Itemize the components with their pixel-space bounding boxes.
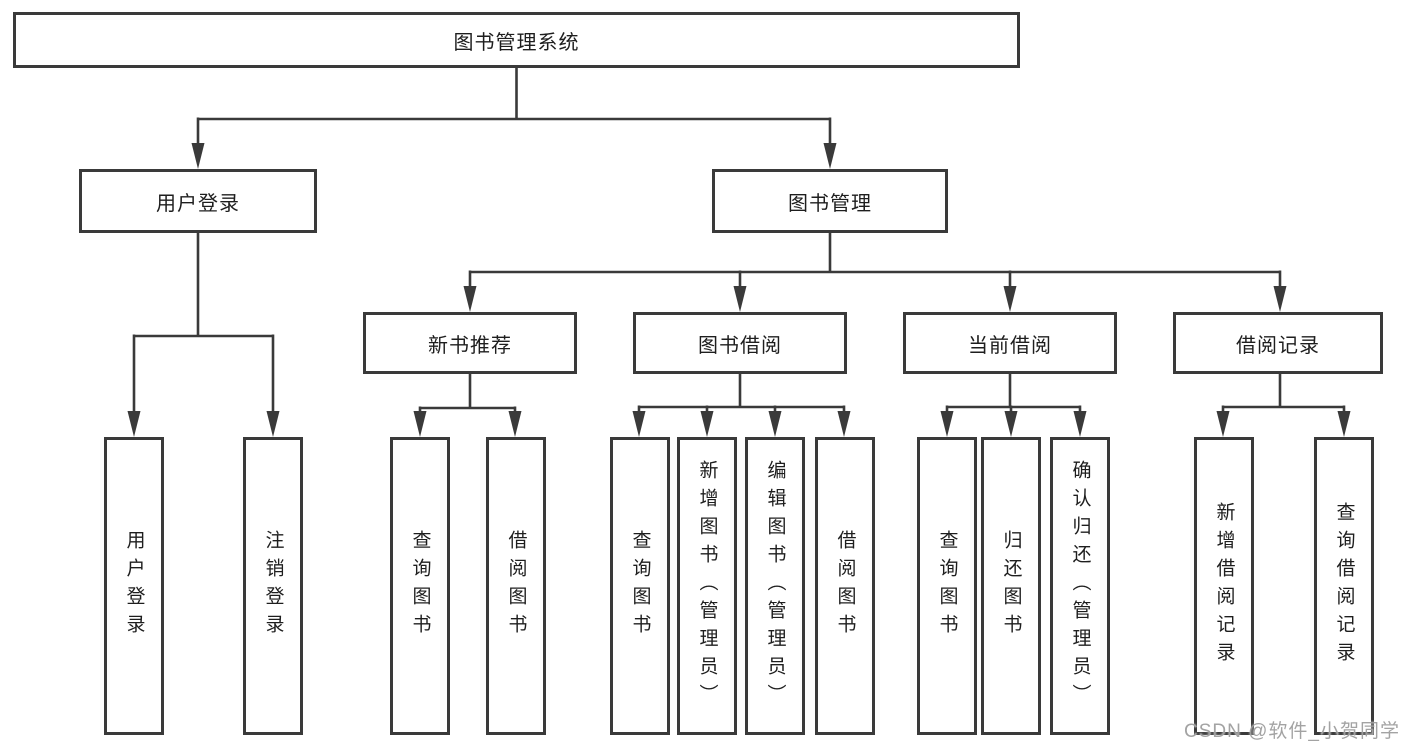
leaf-label: 用户登录 xyxy=(123,530,145,642)
node-user-login: 用户登录 xyxy=(79,169,317,233)
leaf-label: 新增借阅记录 xyxy=(1213,502,1235,670)
leaf-label: 借阅图书 xyxy=(834,530,856,642)
leaf-label: 查询图书 xyxy=(936,530,958,642)
leaf-newbook-borrow-books: 借阅图书 xyxy=(486,437,546,735)
node-borrowing-records: 借阅记录 xyxy=(1173,312,1383,374)
node-current-borrowing: 当前借阅 xyxy=(903,312,1117,374)
node-library-management-system: 图书管理系统 xyxy=(13,12,1020,68)
leaf-borrow-borrow-books: 借阅图书 xyxy=(815,437,875,735)
leaf-label: 归还图书 xyxy=(1000,530,1022,642)
leaf-borrow-edit-books-admin: 编辑图书（管理员） xyxy=(745,437,805,735)
leaf-label: 借阅图书 xyxy=(505,530,527,642)
leaf-label: 新增图书（管理员） xyxy=(696,460,718,712)
leaf-logout: 注销登录 xyxy=(243,437,303,735)
leaf-borrow-query-books: 查询图书 xyxy=(610,437,670,735)
leaf-label: 确认归还（管理员） xyxy=(1069,460,1091,712)
leaf-records-add-record: 新增借阅记录 xyxy=(1194,437,1254,735)
node-book-borrowing: 图书借阅 xyxy=(633,312,847,374)
leaf-label: 查询图书 xyxy=(629,530,651,642)
leaf-label: 编辑图书（管理员） xyxy=(764,460,786,712)
leaf-label: 查询借阅记录 xyxy=(1333,502,1355,670)
leaf-label: 注销登录 xyxy=(262,530,284,642)
node-new-book-recommendation: 新书推荐 xyxy=(363,312,577,374)
leaf-label: 查询图书 xyxy=(409,530,431,642)
node-book-management: 图书管理 xyxy=(712,169,948,233)
leaf-current-return-books: 归还图书 xyxy=(981,437,1041,735)
leaf-current-query-books: 查询图书 xyxy=(917,437,977,735)
leaf-newbook-query-books: 查询图书 xyxy=(390,437,450,735)
leaf-user-login: 用户登录 xyxy=(104,437,164,735)
leaf-records-query-record: 查询借阅记录 xyxy=(1314,437,1374,735)
leaf-current-confirm-return-admin: 确认归还（管理员） xyxy=(1050,437,1110,735)
leaf-borrow-add-books-admin: 新增图书（管理员） xyxy=(677,437,737,735)
